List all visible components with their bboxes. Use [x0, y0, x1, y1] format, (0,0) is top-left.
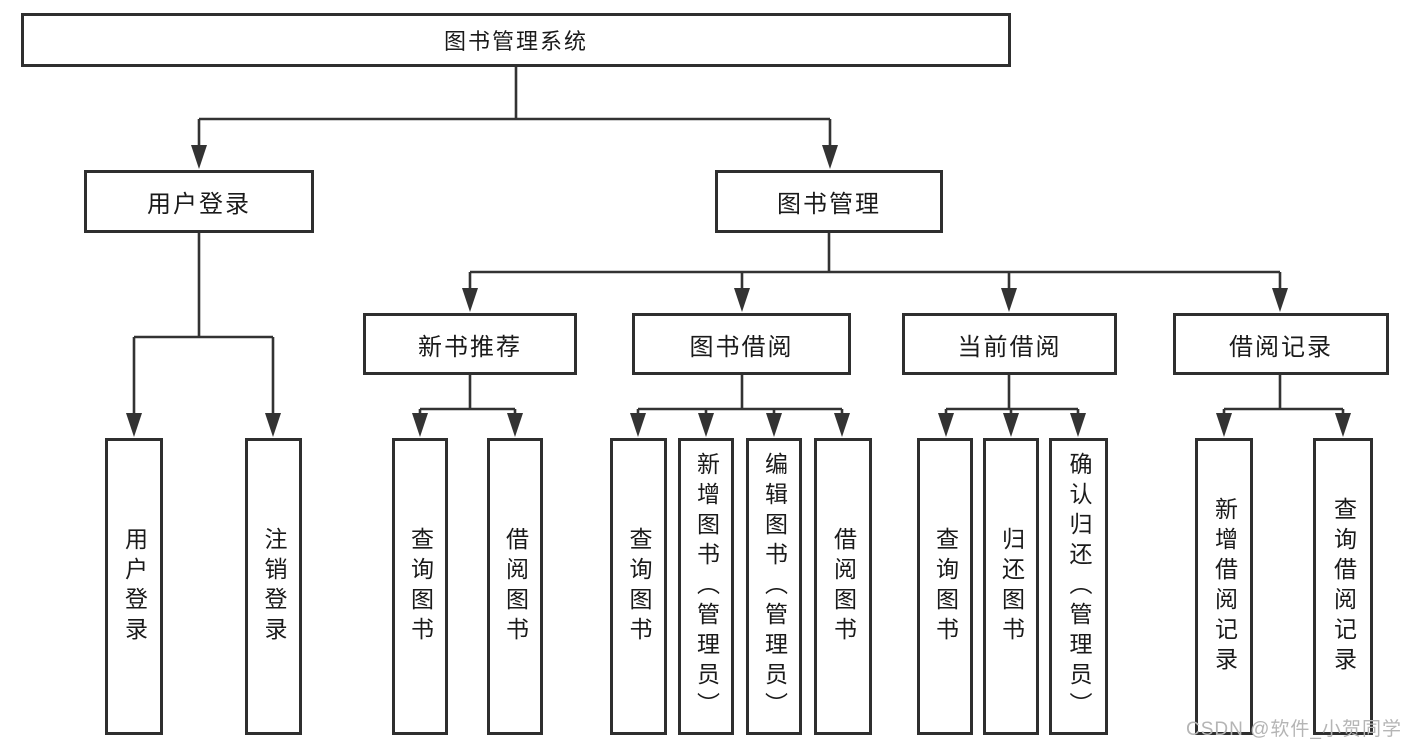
node-root-library-system: 图书管理系统	[21, 13, 1011, 67]
leaf-logout: 注销登录	[245, 438, 302, 735]
leaf-return-books: 归还图书	[983, 438, 1039, 735]
node-book-borrowing: 图书借阅	[632, 313, 851, 375]
node-new-book-recommend: 新书推荐	[363, 313, 577, 375]
csdn-watermark: CSDN @软件_小贺同学	[1186, 719, 1402, 740]
node-book-management: 图书管理	[715, 170, 943, 233]
leaf-user-login: 用户登录	[105, 438, 163, 735]
leaf-borrow-books: 借阅图书	[814, 438, 872, 735]
leaf-add-borrow-record: 新增借阅记录	[1195, 438, 1253, 735]
node-current-borrowing: 当前借阅	[902, 313, 1117, 375]
leaf-query-books-current: 查询图书	[917, 438, 973, 735]
leaf-query-books-borrowing: 查询图书	[610, 438, 667, 735]
leaf-query-borrow-record: 查询借阅记录	[1313, 438, 1373, 735]
leaf-edit-books-admin: 编辑图书（管理员）	[746, 438, 802, 735]
leaf-confirm-return-admin: 确认归还（管理员）	[1049, 438, 1108, 735]
node-borrowing-records: 借阅记录	[1173, 313, 1389, 375]
leaf-add-books-admin: 新增图书（管理员）	[678, 438, 734, 735]
node-user-login: 用户登录	[84, 170, 314, 233]
leaf-query-books-recommend: 查询图书	[392, 438, 448, 735]
leaf-borrow-books-recommend: 借阅图书	[487, 438, 543, 735]
